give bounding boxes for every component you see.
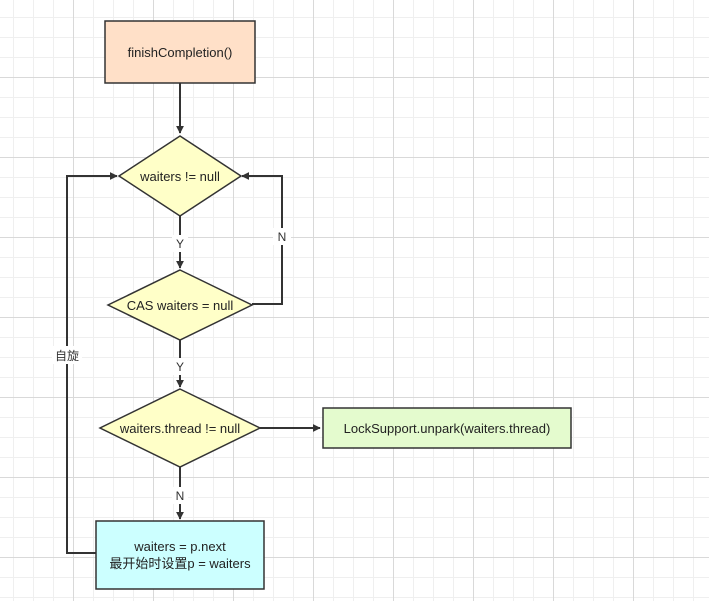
node-waiters-next: waiters = p.next 最开始时设置p = waiters: [95, 520, 265, 590]
edge-label-no-cas: N: [278, 230, 287, 244]
edge-label-yes-2: Y: [176, 360, 184, 374]
node-label: CAS waiters = null: [127, 298, 234, 313]
node-shape: [98, 388, 262, 468]
edge-label-spin: 自旋: [55, 349, 79, 363]
node-lock-support-unpark: LockSupport.unpark(waiters.thread): [322, 407, 572, 449]
edge-label-yes-1: Y: [176, 237, 184, 251]
node-shape: [104, 20, 256, 84]
node-waiters-not-null: waiters != null: [117, 135, 243, 217]
node-label-line-1: waiters = p.next: [133, 539, 226, 554]
node-label: waiters != null: [139, 169, 220, 184]
node-finish-completion: finishCompletion(): [104, 20, 256, 84]
node-label: finishCompletion(): [128, 45, 233, 60]
node-cas-waiters-null: CAS waiters = null: [106, 269, 254, 341]
node-label-line-2: 最开始时设置p = waiters: [109, 556, 251, 571]
edge-label-no-thread: N: [176, 489, 185, 503]
node-shape: [106, 269, 254, 341]
node-shape: [322, 407, 572, 449]
node-waiters-thread-not-null: waiters.thread != null: [98, 388, 262, 468]
node-shape: [95, 520, 265, 590]
edge-spin-loop: [66, 172, 118, 554]
node-shape: [117, 135, 243, 217]
node-label: waiters.thread != null: [119, 421, 240, 436]
node-label: LockSupport.unpark(waiters.thread): [344, 421, 551, 436]
